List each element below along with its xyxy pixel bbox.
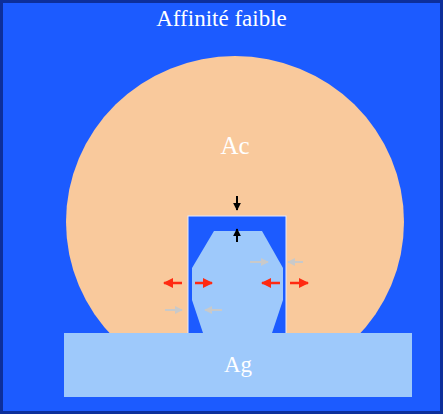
epitope-shape	[192, 231, 283, 333]
node-label: Ac	[220, 132, 249, 160]
force-arrow	[288, 261, 303, 263]
force-arrow	[250, 261, 268, 263]
antigen-block: Ag	[64, 333, 412, 397]
force-arrow	[236, 196, 238, 210]
force-arrow	[165, 309, 182, 311]
force-arrow	[290, 282, 308, 285]
force-arrow	[236, 229, 238, 242]
slide-title: Affinité faible	[0, 6, 443, 32]
force-arrow	[195, 282, 212, 285]
force-arrow	[262, 282, 280, 285]
force-arrow	[164, 282, 182, 285]
force-arrow	[205, 309, 222, 311]
node-label: Ag	[224, 352, 252, 378]
binding-pocket	[188, 216, 286, 336]
